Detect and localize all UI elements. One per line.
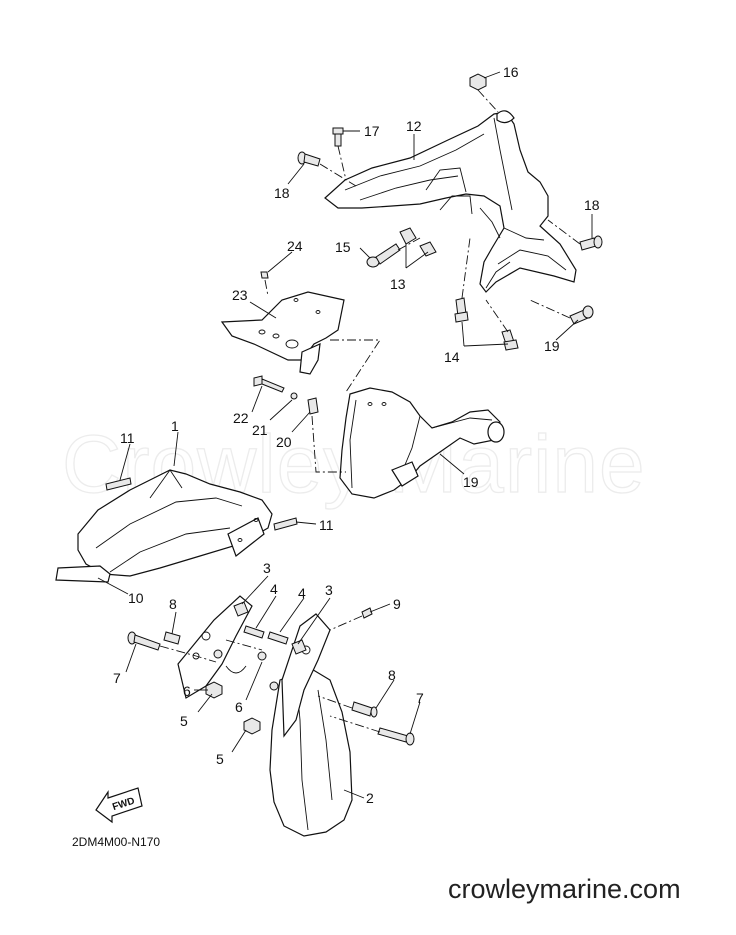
part-7-bolt-left [127,631,161,651]
part-18-bolt-right [569,305,594,325]
callout-1: 1 [171,418,179,434]
leader-lines [97,71,593,799]
callout-7-right: 7 [416,690,424,706]
callout-12: 12 [406,118,422,134]
callout-19: 19 [463,474,479,490]
part-20-clip [307,397,319,415]
callout-17-right: 18 [584,197,600,213]
callout-8-right: 8 [388,667,396,683]
callout-5-right: 5 [216,751,224,767]
callout-21: 21 [252,422,268,438]
callout-14: 14 [444,349,460,365]
part-9-screw [361,607,373,619]
callout-9: 9 [393,596,401,612]
part-8-collar-right [351,701,373,717]
callout-11-right: 11 [319,517,334,533]
part-3-clip-a [233,601,249,617]
callout-4-left: 4 [270,581,278,597]
part-10-decal [55,565,111,583]
part-5-nut-a [205,681,223,699]
part-6-clamp [225,665,247,674]
part-2-lower-fender [177,595,353,837]
part-5-nut-b [243,717,261,735]
fwd-arrow-icon: FWD [95,787,143,824]
callout-16: 16 [503,64,519,80]
callout-3-right: 3 [325,582,333,598]
part-17-bolt-right [579,235,603,251]
callout-11-top: 11 [120,430,135,446]
callout-17-top: 17 [364,123,380,139]
part-7-bolt-right [377,727,415,746]
part-24-rivet [260,271,269,279]
hardware-upper [297,73,603,351]
callout-6-right: 6 [235,699,243,715]
callout-23: 23 [232,287,248,303]
part-12-rear-cowl [324,110,577,293]
callout-18-left: 18 [274,185,290,201]
callout-18-right: 19 [544,338,560,354]
part-22-bolt [253,375,285,393]
part-8-collar-left [163,631,181,645]
part-19-rear-fender [311,339,505,499]
part-4-bolt-a [243,625,265,639]
callout-2: 2 [366,790,374,806]
callouts: 16 17 12 18 15 13 14 18 19 24 23 22 21 2… [113,64,600,806]
site-footer: crowleymarine.com [448,874,681,904]
part-16-nut [469,73,487,91]
callout-5-left: 5 [180,713,188,729]
part-3-clip-b [291,639,307,655]
part-13-clip-b [419,241,437,257]
hardware-lower [127,601,415,746]
callout-6-left: 6 [183,683,191,699]
part-15-bolt [366,243,401,268]
part-14-bolt-a [454,297,469,323]
callout-10: 10 [128,590,144,606]
bracket-left [177,595,253,699]
part-13-clip-a [399,227,417,245]
part-1-front-fender [55,469,298,583]
callout-8-left: 8 [169,596,177,612]
assembly-lines-upper [319,89,581,333]
part-21-washer [290,392,298,400]
part-11-strip-right [273,517,298,531]
callout-4-right: 4 [298,585,306,601]
part-4-bolt-b [267,631,289,645]
diagram-code: 2DM4M00-N170 [72,835,160,849]
part-17-bolt-top [332,127,344,147]
callout-24: 24 [287,238,303,254]
callout-20: 20 [276,434,292,450]
part-23-plate [220,271,345,375]
callout-22: 22 [233,410,249,426]
callout-13: 13 [390,276,406,292]
callout-15: 15 [335,239,351,255]
callout-7-left: 7 [113,670,121,686]
part-18-bolt-left [297,151,321,167]
part-14-bolt-b [501,329,519,351]
callout-3-left: 3 [263,560,271,576]
hardware-mid [253,375,319,415]
part-11-strip-top [105,477,132,491]
